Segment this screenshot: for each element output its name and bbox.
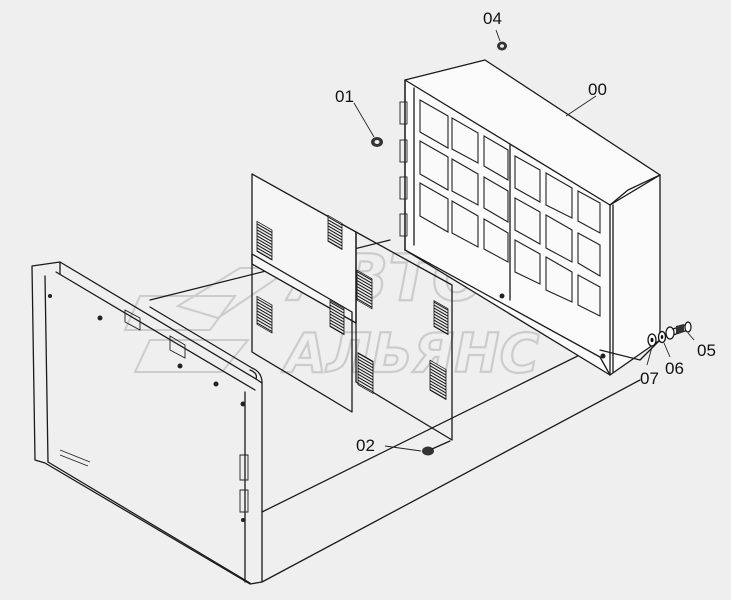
nut-01-icon <box>371 137 383 147</box>
housing-cells <box>419 99 601 317</box>
frame-housing-00 <box>399 59 661 376</box>
callout-02: 02 <box>356 436 375 455</box>
nut-04-icon <box>497 41 507 51</box>
bolt-02-icon <box>422 440 451 456</box>
bolt-05-icon <box>665 321 692 340</box>
watermark-line2: АЛЬЯНС <box>281 322 540 385</box>
callout-07: 07 <box>640 369 659 388</box>
grille-panels <box>251 173 453 441</box>
washer-06-icon <box>657 330 667 344</box>
fasteners <box>371 41 692 456</box>
leader-lines <box>353 29 695 452</box>
callout-00: 00 <box>588 80 607 99</box>
callout-labels: 00 01 02 04 05 06 07 <box>335 9 716 455</box>
callout-04: 04 <box>483 9 502 28</box>
callout-06: 06 <box>665 359 684 378</box>
callout-05: 05 <box>697 341 716 360</box>
callout-01: 01 <box>335 87 354 106</box>
washer-07-icon <box>647 333 657 347</box>
